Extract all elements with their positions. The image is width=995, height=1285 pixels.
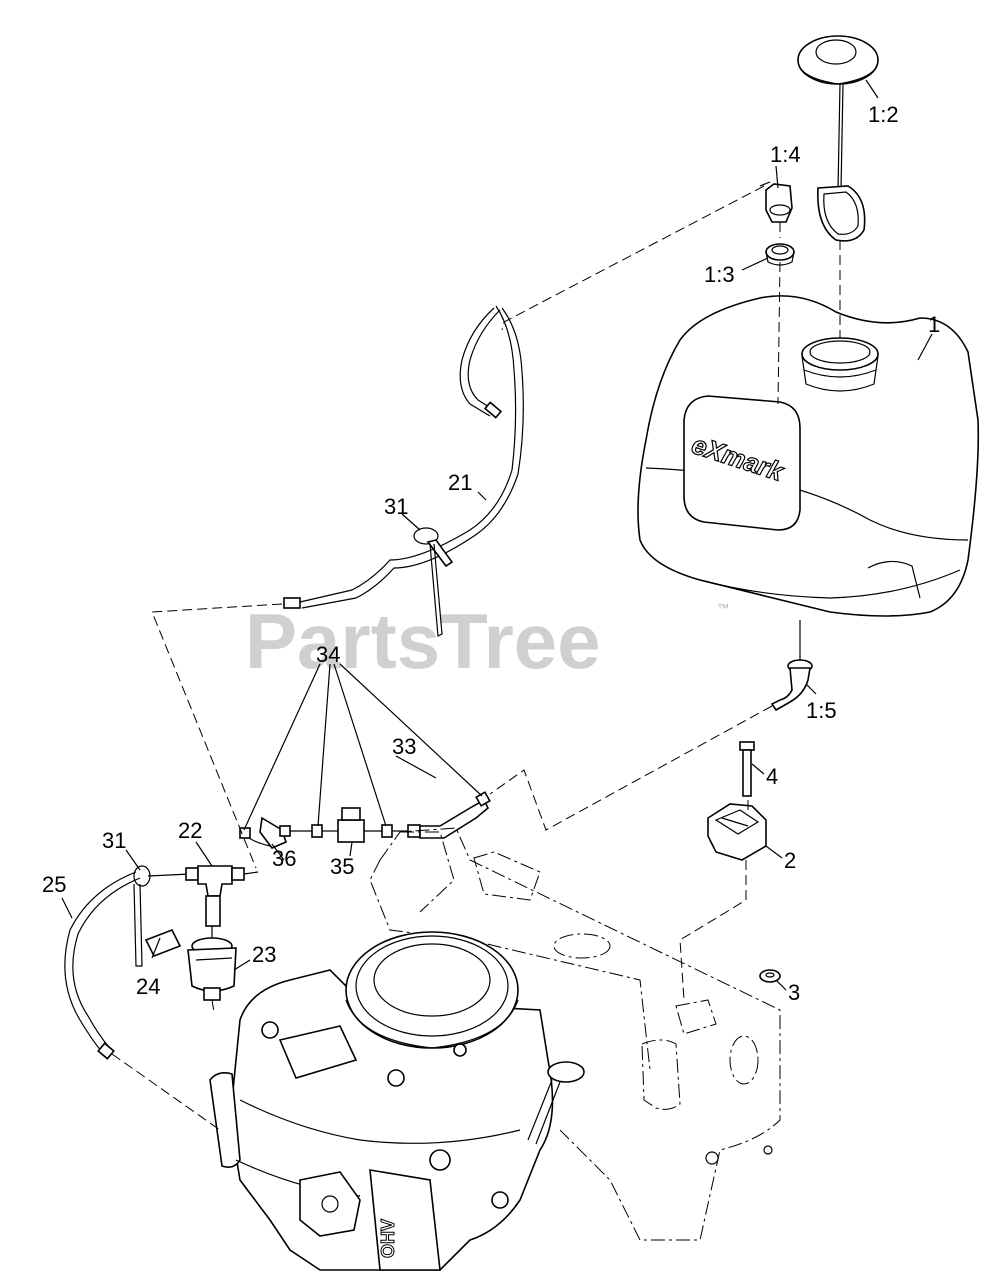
callout-1: 1 [928, 312, 940, 337]
fuel-cap[interactable] [797, 35, 879, 242]
cable-tie-lower[interactable] [133, 865, 151, 967]
vent-fitting[interactable] [759, 181, 793, 223]
callout-4: 4 [766, 764, 778, 789]
callout-33: 33 [392, 734, 416, 759]
bolt[interactable] [739, 741, 755, 797]
callout-1-4: 1:4 [770, 142, 801, 167]
callout-34: 34 [316, 642, 340, 667]
fuel-hose-upper[interactable] [283, 305, 524, 609]
callout-3: 3 [788, 980, 800, 1005]
callout-21: 21 [448, 470, 472, 495]
callout-24: 24 [136, 974, 160, 999]
callouts: 1:2 1:4 1:3 1 21 31 34 1:5 33 4 36 35 22… [42, 102, 940, 1005]
grommet[interactable] [765, 243, 795, 266]
mower-frame [369, 827, 781, 1241]
callout-25: 25 [42, 872, 66, 897]
fuel-line-assembly[interactable] [239, 791, 491, 849]
callout-1-2: 1:2 [868, 102, 899, 127]
callout-1-5: 1:5 [806, 698, 837, 723]
callout-36: 36 [272, 846, 296, 871]
callout-22: 22 [178, 818, 202, 843]
engine-ohv-label: OHV [378, 1219, 398, 1258]
watermark: PartsTree [245, 597, 601, 685]
leader-lines [61, 79, 933, 991]
engine[interactable]: OHV [209, 931, 585, 1271]
nut[interactable] [759, 969, 781, 983]
tank-bracket[interactable] [707, 803, 767, 861]
decal[interactable] [144, 928, 182, 958]
callout-35: 35 [330, 854, 354, 879]
fuel-tee[interactable] [147, 865, 259, 940]
watermark-trademark: ™ [717, 601, 729, 615]
fuel-hose-lower[interactable] [64, 871, 141, 1060]
callout-2: 2 [784, 848, 796, 873]
assembly-lines [111, 185, 841, 1131]
fuel-tank[interactable]: eXmark [637, 295, 980, 617]
outlet-fitting[interactable] [770, 620, 813, 712]
callout-31-upper: 31 [384, 494, 408, 519]
fuel-filter[interactable] [187, 937, 237, 1001]
callout-31-lower: 31 [102, 828, 126, 853]
cable-tie-upper[interactable] [413, 527, 454, 637]
callout-23: 23 [252, 942, 276, 967]
callout-1-3: 1:3 [704, 262, 735, 287]
